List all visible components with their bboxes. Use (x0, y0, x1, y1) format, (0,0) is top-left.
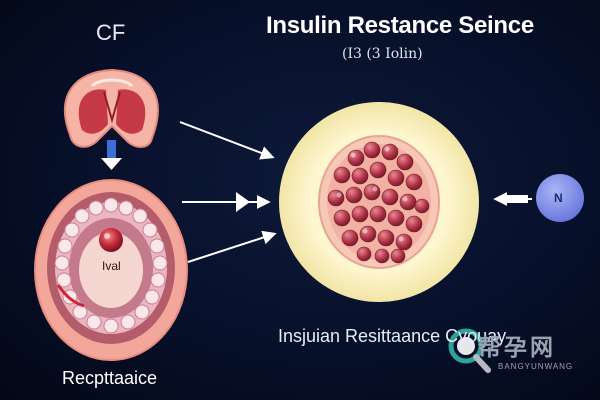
arrow-lower-icon (187, 230, 277, 263)
watermark-text: 帮孕网 (478, 334, 556, 360)
n-circle-label: N (554, 191, 563, 205)
diagram-title: Insulin Restance Seince (266, 12, 534, 39)
n-circle (536, 174, 584, 222)
watermark-logo-icon (448, 328, 491, 373)
vial-label: Ival (102, 259, 121, 273)
cf-label: CF (96, 20, 126, 45)
arrow-upper-icon (179, 121, 275, 160)
down-arrow-icon (101, 140, 122, 170)
arrow-right-icon (493, 192, 532, 206)
left-caption: Recpttaaice (62, 368, 158, 388)
cell-illustration (34, 179, 188, 361)
arrow-middle-icon (182, 192, 271, 212)
diagram-subtitle: (I3 (3 Iolin) (342, 46, 423, 62)
central-cell (279, 102, 479, 302)
central-caption: Insjuian Resittaance Cyouay (278, 326, 507, 346)
organ-icon (64, 68, 159, 148)
watermark-subtext: BANGYUNWANG (498, 362, 574, 371)
